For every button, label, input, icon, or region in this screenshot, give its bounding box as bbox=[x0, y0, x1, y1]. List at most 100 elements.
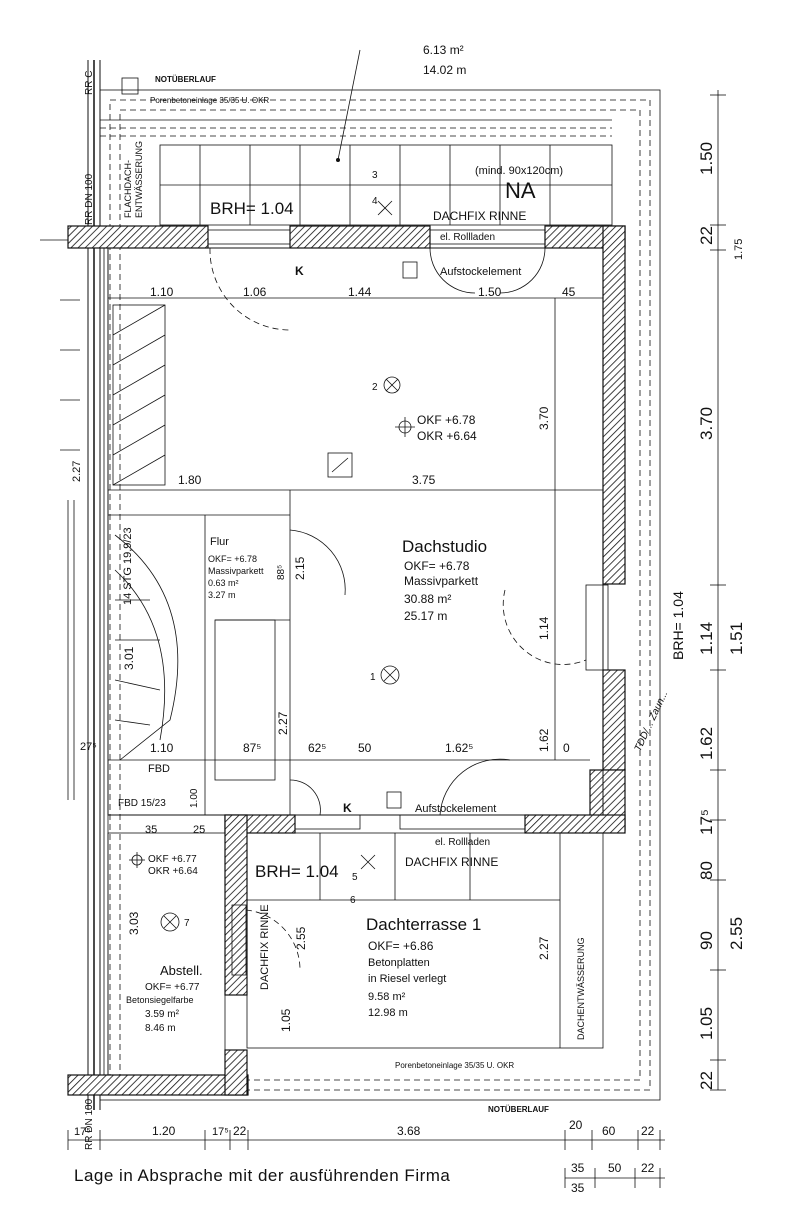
dim-mid-2: 3.75 bbox=[412, 473, 436, 487]
dim-v-370: 3.70 bbox=[537, 406, 551, 430]
marker-okr: OKR +6.64 bbox=[417, 429, 477, 443]
dachstudio-floor: Massivparkett bbox=[404, 574, 479, 588]
rdim-114: 1.14 bbox=[697, 622, 716, 655]
terrasse-porenbeton: Porenbetoneinlage 35/35 U. OKR bbox=[395, 1061, 514, 1070]
top-perimeter-partial: 14.02 m bbox=[423, 63, 466, 77]
dim-bot-2: 87⁵ bbox=[243, 741, 261, 755]
walls bbox=[67, 225, 626, 1096]
rdim-162: 1.62 bbox=[697, 727, 716, 760]
dim-v-885: 88⁵ bbox=[276, 565, 287, 580]
dim-top-4: 1.50 bbox=[478, 285, 502, 299]
entwaesserung-label: ENTWÄSSERUNG bbox=[134, 141, 144, 218]
dachstudio-perimeter: 25.17 m bbox=[404, 609, 447, 623]
rdim-370: 3.70 bbox=[697, 407, 716, 440]
outlet-cross-icon bbox=[377, 200, 393, 216]
rdim-151: 1.51 bbox=[727, 622, 746, 655]
abstell-name: Abstell. bbox=[160, 963, 203, 978]
top-balcony-grid bbox=[159, 49, 613, 226]
footnote-text: Lage in Absprache mit der ausführenden F… bbox=[74, 1166, 451, 1185]
dim-small-25: 25 bbox=[193, 824, 205, 836]
bottom-dimension-lines bbox=[67, 1130, 665, 1188]
dim-v-227: 2.27 bbox=[276, 711, 290, 735]
switch-icon bbox=[402, 261, 418, 279]
bdim-20: 20 bbox=[569, 1118, 583, 1132]
bdim-175a: 17⁵ bbox=[74, 1126, 91, 1138]
right-brh: BRH= 1.04 bbox=[670, 591, 686, 660]
marker-num-1: 1 bbox=[370, 672, 376, 683]
dim-small-35: 35 bbox=[145, 824, 157, 836]
marker-num-5: 5 bbox=[352, 872, 358, 883]
dachstudio-okf: OKF= +6.78 bbox=[404, 559, 470, 573]
abstell-floor: Betonsiegelfarbe bbox=[126, 995, 194, 1005]
dachstudio-name: Dachstudio bbox=[402, 537, 487, 556]
bdim-60: 60 bbox=[602, 1124, 616, 1138]
dim-v-301: 3.01 bbox=[122, 646, 136, 670]
terrasse-rollladen: el. Rollladen bbox=[435, 837, 490, 848]
rdim-255: 2.55 bbox=[727, 917, 746, 950]
light-marker-1 bbox=[380, 665, 400, 685]
bdim2-22: 22 bbox=[641, 1161, 655, 1175]
room-lines bbox=[107, 247, 609, 1076]
terrasse-dachfix-vertical: DACHFIX RINNE bbox=[259, 904, 271, 990]
abstell-marker-okf: OKF +6.77 bbox=[148, 854, 197, 865]
terrasse-brh: BRH= 1.04 bbox=[255, 862, 339, 881]
rr-dn100-top: RR DN 100 bbox=[84, 173, 95, 225]
bdim2-50: 50 bbox=[608, 1161, 622, 1175]
rdim-175b: 1.75 bbox=[733, 239, 745, 260]
aufstock-top: Aufstockelement bbox=[440, 266, 521, 278]
terrasse-dim-105: 1.05 bbox=[279, 1008, 293, 1032]
dim-v-114: 1.14 bbox=[537, 616, 551, 640]
marker-okf: OKF +6.78 bbox=[417, 413, 476, 427]
right-note: TDD/... Zaun... bbox=[633, 689, 671, 753]
dim-top-3: 1.44 bbox=[348, 285, 372, 299]
terrasse-area: 9.58 m² bbox=[368, 991, 406, 1003]
dim-bot-1: 1.10 bbox=[150, 741, 174, 755]
bdim-22b: 22 bbox=[641, 1124, 655, 1138]
terrasse-dachfix: DACHFIX RINNE bbox=[405, 855, 498, 869]
dim-bot-5: 1.62⁵ bbox=[445, 741, 473, 755]
bdim-368: 3.68 bbox=[397, 1124, 421, 1138]
top-area-partial: 6.13 m² bbox=[423, 43, 464, 57]
smoke-detector-icon bbox=[327, 452, 353, 478]
terrasse-floor1: Betonplatten bbox=[368, 957, 430, 969]
rr-top: RR C bbox=[84, 71, 95, 95]
level-target-icon bbox=[395, 417, 415, 437]
terrasse-dachentw: DACHENTWÄSSERUNG bbox=[576, 937, 586, 1040]
bdim-175b: 17⁵ bbox=[212, 1126, 229, 1138]
flur-name: Flur bbox=[210, 536, 229, 548]
dim-bot-7: 0 bbox=[563, 741, 570, 755]
light-markers bbox=[129, 200, 418, 932]
terrasse-notueberlauf: NOTÜBERLAUF bbox=[488, 1105, 549, 1114]
rdim-22b: 22 bbox=[697, 1071, 716, 1090]
terrasse-name: Dachterrasse 1 bbox=[366, 915, 481, 934]
dim-v-275: 27⁵ bbox=[80, 741, 97, 753]
flur-okf: OKF= +6.78 bbox=[208, 554, 257, 564]
rollladen-top: el. Rollladen bbox=[440, 232, 495, 243]
dim-v-100: 1.00 bbox=[189, 788, 200, 808]
terrasse-perimeter: 12.98 m bbox=[368, 1007, 408, 1019]
flur-floor: Massivparkett bbox=[208, 566, 264, 576]
outlet-cross-icon-terrace bbox=[360, 854, 376, 870]
dachstudio-area: 30.88 m² bbox=[404, 592, 451, 606]
bdim2-35b: 35 bbox=[571, 1181, 585, 1195]
marker-num-4: 4 bbox=[372, 196, 378, 207]
abstell-okf: OKF= +6.77 bbox=[145, 982, 200, 993]
marker-num-6: 6 bbox=[350, 895, 356, 906]
rr-dn100-bottom: RR DN 100 bbox=[84, 1098, 95, 1150]
dim-top-5: 45 bbox=[562, 285, 576, 299]
flur-area: 0.63 m² bbox=[208, 578, 239, 588]
bdim2-35a: 35 bbox=[571, 1161, 585, 1175]
dim-top-2: 1.06 bbox=[243, 285, 267, 299]
flachdach-label: FLACHDACH- bbox=[123, 160, 133, 218]
terrasse-dim-255: 2.55 bbox=[294, 926, 308, 950]
bdim-120: 1.20 bbox=[152, 1124, 176, 1138]
terrasse-dim-227: 2.27 bbox=[537, 936, 551, 960]
stair-label: 14 STG 19,9/23 bbox=[122, 527, 134, 605]
rdim-90: 90 bbox=[697, 931, 716, 950]
windows bbox=[207, 229, 546, 830]
dim-bot-6: 1.62 bbox=[537, 728, 551, 752]
marker-num-7: 7 bbox=[184, 918, 190, 929]
fbd-2: FBD 15/23 bbox=[118, 798, 166, 809]
rdim-150: 1.50 bbox=[697, 142, 716, 175]
